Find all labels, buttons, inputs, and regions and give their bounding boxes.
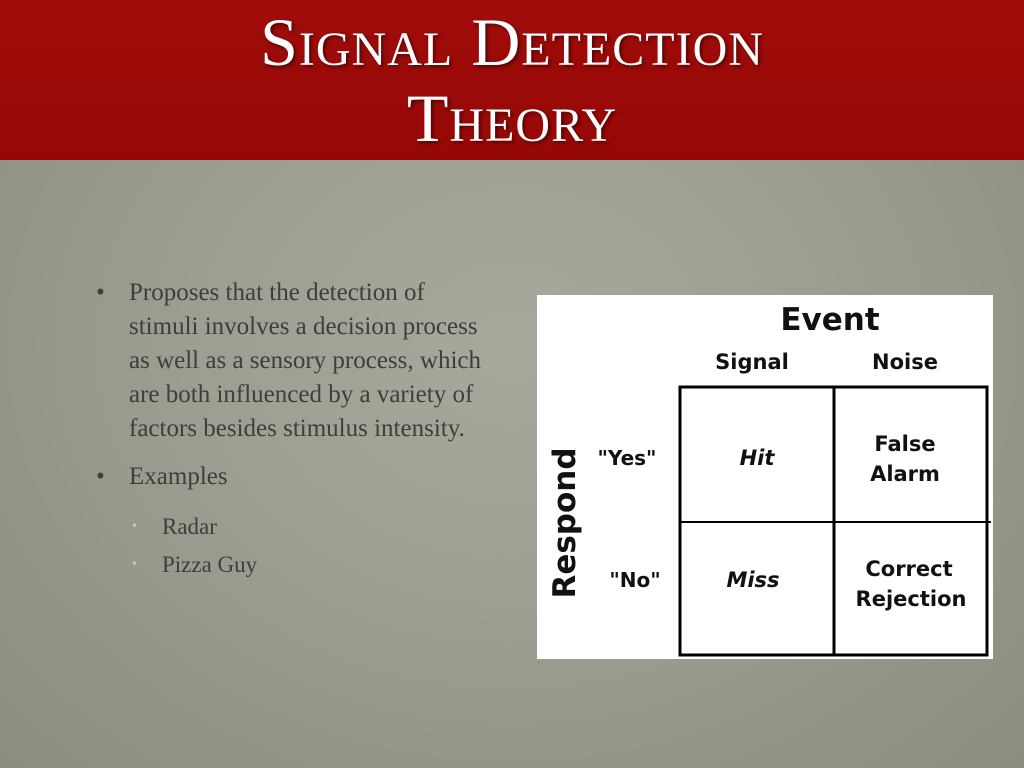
event-heading: Event [780,302,879,338]
row-yes: "Yes" [598,446,657,470]
cell-miss: Miss [726,568,779,592]
title-line-2: Theory [406,80,618,156]
cell-hit: Hit [740,446,776,470]
sub-bullet-item: • Pizza Guy [96,546,486,584]
bullet-text: Proposes that the detection of stimuli i… [129,279,481,442]
bullet-item: • Proposes that the detection of stimuli… [96,276,486,446]
respond-heading: Respond [547,447,583,598]
sub-bullet-item: • Radar [96,508,486,546]
title-line-1: Signal Detection [260,4,764,80]
sub-bullet-text: Radar [162,514,217,539]
title-band [0,0,1024,160]
cell-correct-rejection-line-1: Correct [865,557,952,581]
bullet-list: • Proposes that the detection of stimuli… [96,276,486,584]
sub-bullet-dot: • [132,519,137,534]
bullet-item: • Examples [96,460,486,494]
cell-false-alarm-line-2: Alarm [870,462,940,486]
row-no: "No" [609,568,660,592]
sub-bullet-dot: • [132,557,137,572]
slide-title: Signal Detection Theory [0,0,1024,160]
column-signal: Signal [715,350,789,374]
bullet-dot: • [96,279,105,306]
bullet-dot: • [96,463,105,490]
matrix-svg: Event Signal Noise Respond "Yes" "No" Hi… [547,302,991,657]
sub-bullet-text: Pizza Guy [162,552,258,577]
column-noise: Noise [872,350,938,374]
cell-false-alarm-line-1: False [874,432,935,456]
bullet-text: Examples [129,463,228,490]
cell-correct-rejection-line-2: Rejection [856,587,967,611]
signal-detection-matrix: Event Signal Noise Respond "Yes" "No" Hi… [537,295,993,659]
